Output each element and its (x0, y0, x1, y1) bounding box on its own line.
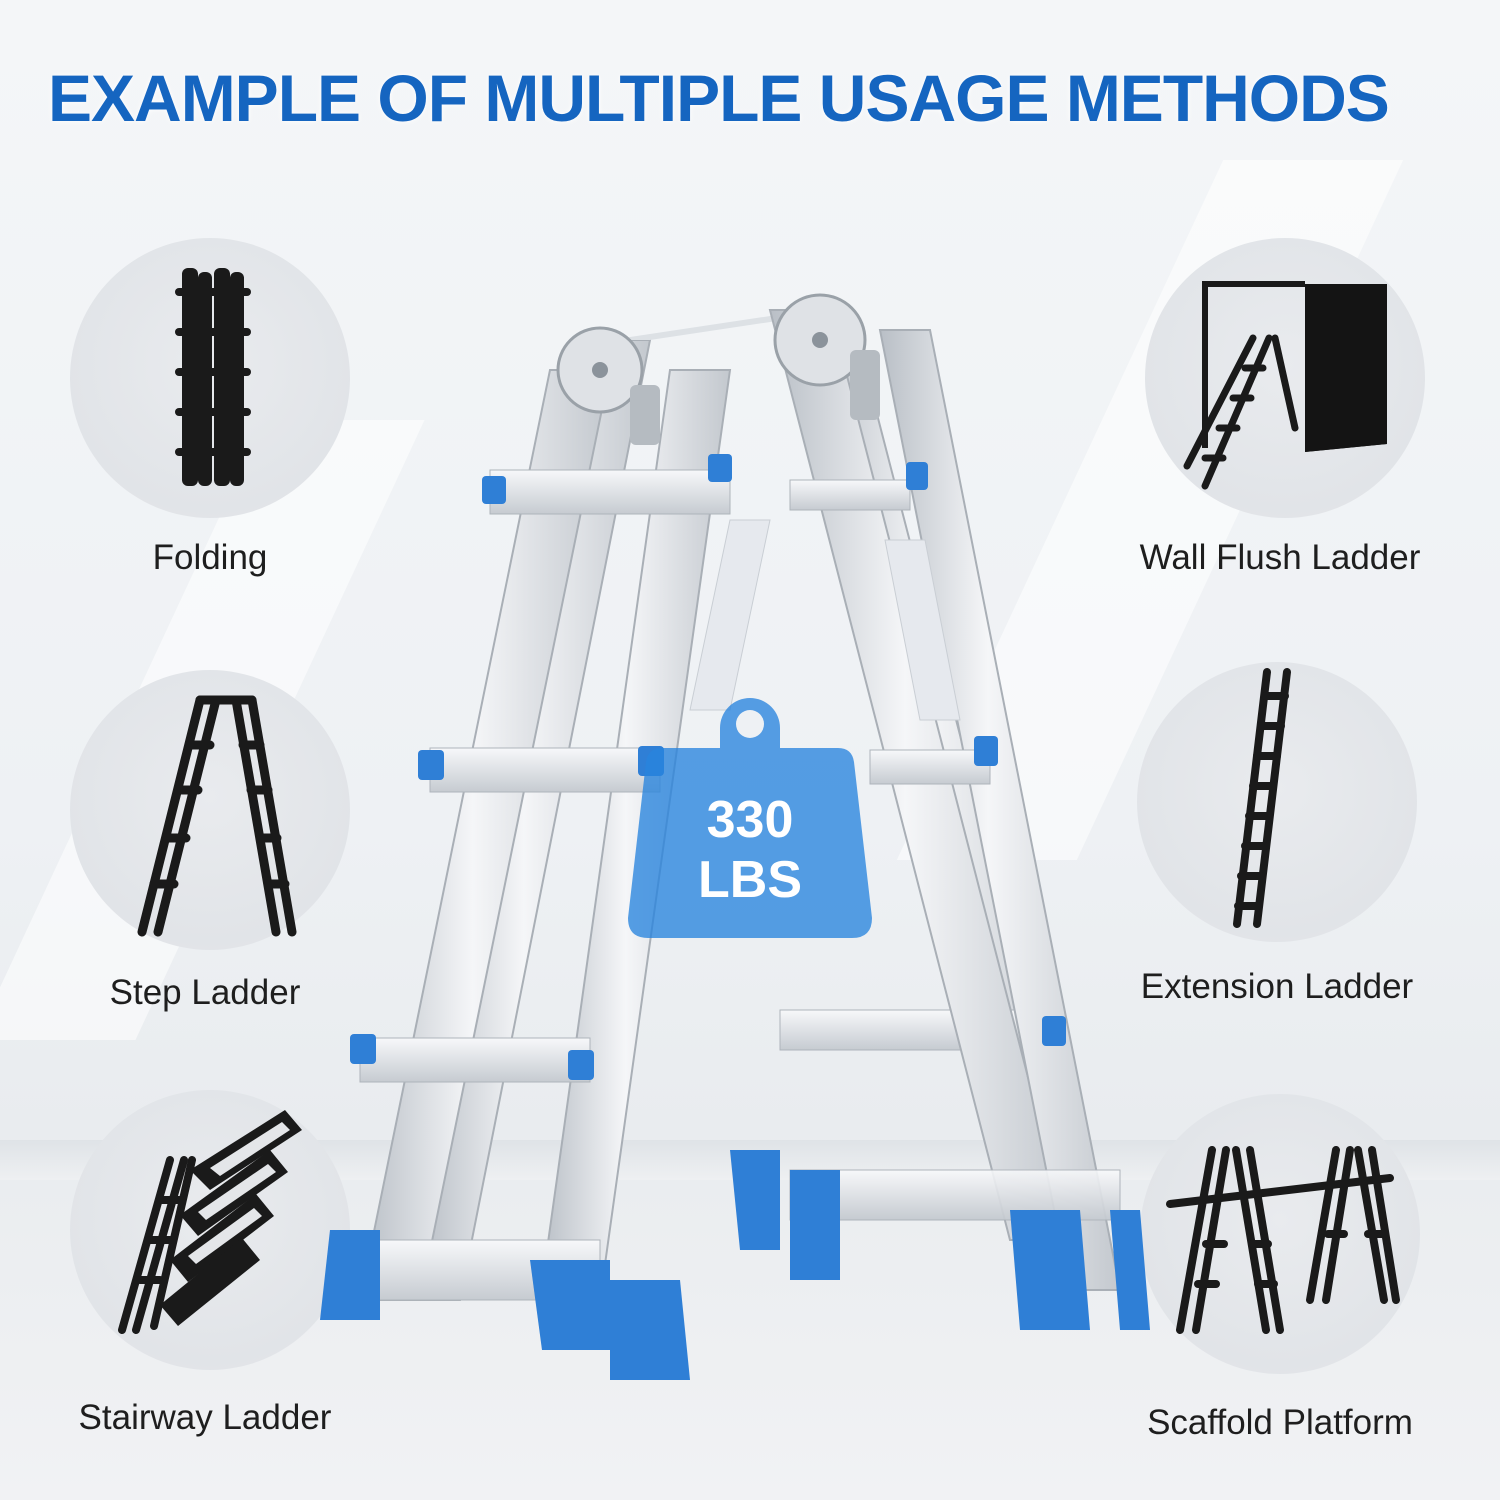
usage-label-stairway: Stairway Ladder (78, 1398, 332, 1437)
stairway-ladder-icon (118, 1110, 302, 1334)
page-title: EXAMPLE OF MULTIPLE USAGE METHODS (48, 61, 1390, 135)
usage-label-step: Step Ladder (109, 973, 301, 1012)
step-ladder-icon (137, 695, 297, 937)
capacity-badge: 330 LBS (628, 790, 872, 910)
usage-label-folding: Folding (152, 538, 268, 577)
capacity-unit: LBS (698, 851, 802, 909)
ladder-blue-caps (320, 454, 1150, 1380)
ladder-hinges (556, 293, 880, 445)
wall-flush-ladder-icon (1183, 281, 1387, 490)
folding-ladder-icon (175, 268, 251, 486)
usage-label-wall-flush: Wall Flush Ladder (1139, 538, 1421, 577)
usage-circle-folding (70, 238, 350, 518)
weight-icon (628, 698, 872, 938)
usage-circle-stairway (70, 1090, 350, 1370)
usage-circle-extension (1137, 662, 1417, 942)
usage-label-extension: Extension Ladder (1140, 967, 1414, 1006)
scaffold-platform-icon (1166, 1146, 1400, 1334)
usage-circle-wall-flush (1145, 238, 1425, 518)
usage-label-scaffold: Scaffold Platform (1147, 1403, 1413, 1442)
usage-circle-scaffold (1140, 1094, 1420, 1374)
capacity-value: 330 (706, 791, 794, 849)
usage-circle-step (70, 670, 350, 950)
aluminum-ladder-image (320, 293, 1150, 1380)
ladder-warning-labels (689, 519, 961, 721)
extension-ladder-icon (1233, 668, 1291, 928)
